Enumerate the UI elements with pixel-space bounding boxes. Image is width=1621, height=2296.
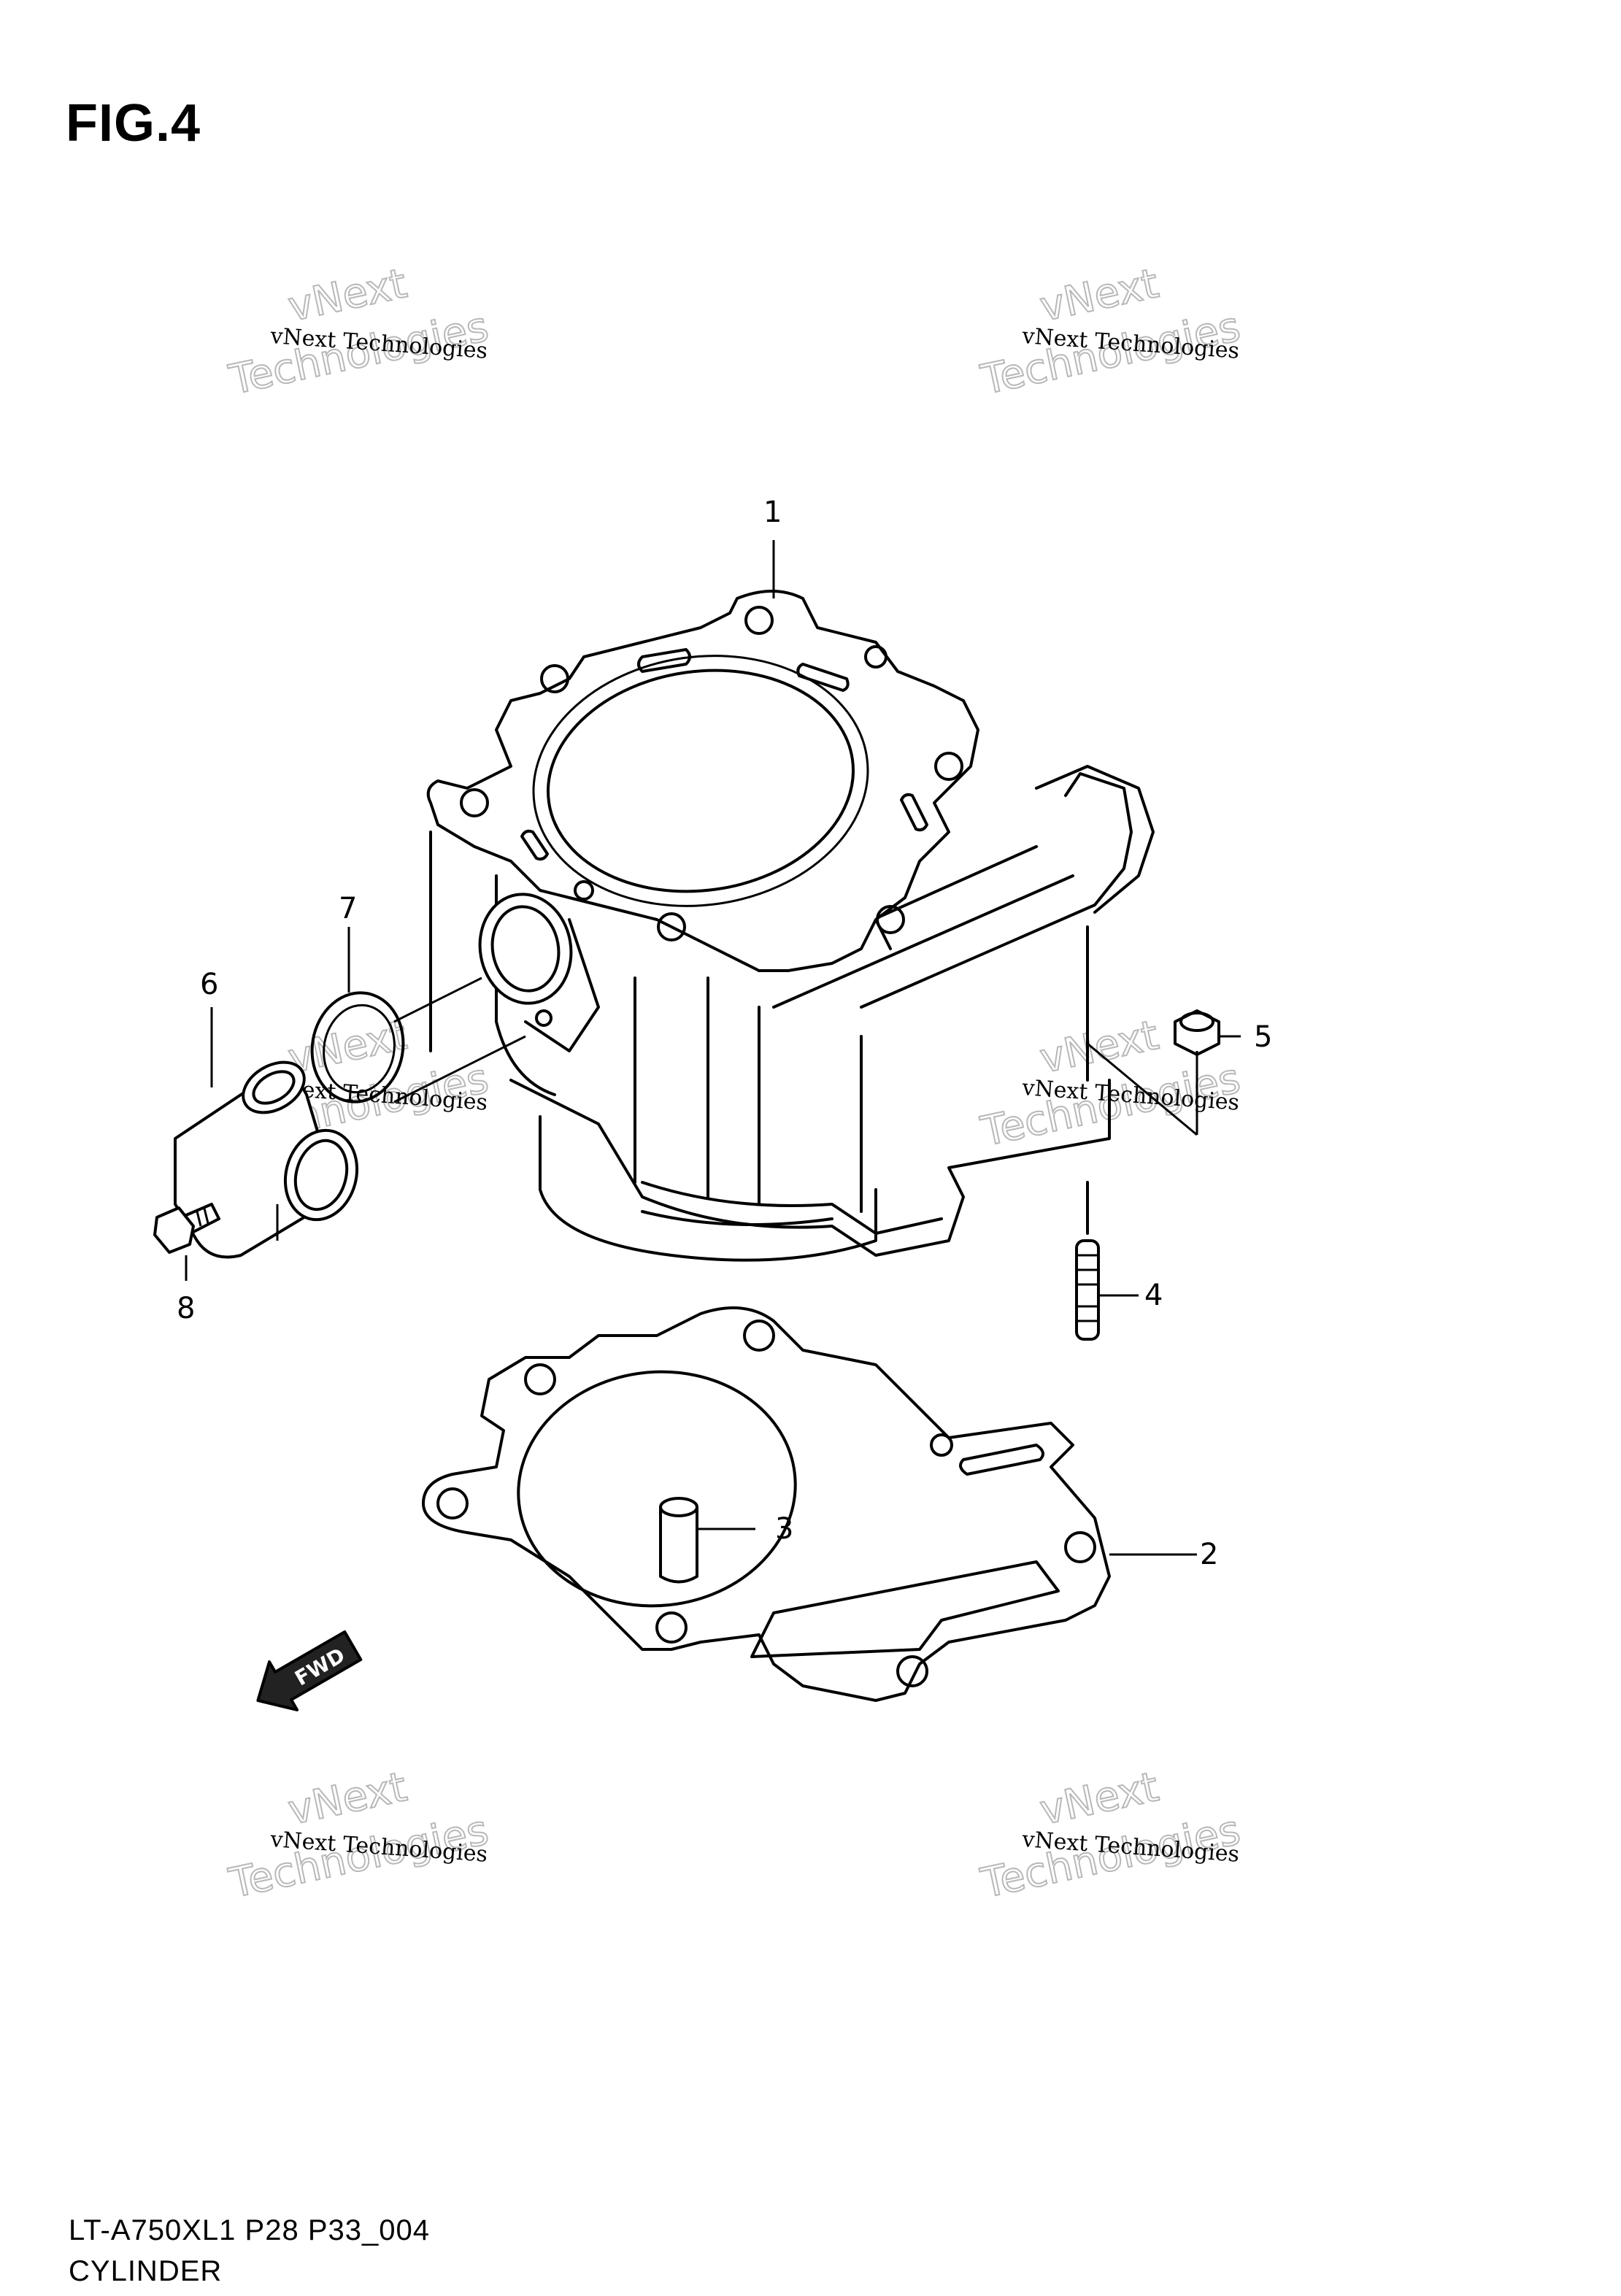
watermark-top-right: vNext Technologies vNext Technologies — [976, 259, 1244, 405]
fwd-direction-badge: FWD — [256, 1630, 363, 1711]
watermark-large-1: vNext — [284, 1763, 411, 1835]
watermark-large-1: vNext — [1036, 1012, 1163, 1083]
watermark-top-left: vNext Technologies vNext Technologies — [224, 259, 493, 405]
part-3-dowel-pin — [659, 1497, 755, 1584]
callout-4: 4 — [1144, 1279, 1163, 1312]
callout-5: 5 — [1254, 1020, 1272, 1054]
leader-lines — [185, 540, 1241, 1297]
part-5-nut — [1087, 1009, 1220, 1136]
figure-label: FIG.4 — [66, 94, 201, 153]
section-name: CYLINDER — [69, 2255, 223, 2287]
part-7-o-ring — [310, 991, 405, 1103]
part-8-bolt — [153, 1203, 220, 1254]
callout-8: 8 — [177, 1292, 195, 1325]
callout-6: 6 — [200, 968, 218, 1001]
watermark-large-1: vNext — [1036, 1763, 1163, 1835]
callout-1: 1 — [763, 496, 782, 529]
part-4-stud-bolt — [1075, 1181, 1100, 1341]
cylinder-water-port — [393, 893, 600, 1103]
part-1-cylinder-block — [426, 590, 1155, 1262]
callout-3: 3 — [775, 1512, 793, 1546]
watermark-bottom-right: vNext Technologies vNext Technologies — [976, 1763, 1244, 1908]
watermark-large-1: vNext — [1036, 260, 1163, 331]
part-2-cylinder-gasket — [422, 1306, 1197, 1702]
callout-2: 2 — [1200, 1538, 1218, 1571]
model-code: LT-A750XL1 P28 P33_004 — [69, 2214, 430, 2246]
watermark-bottom-left: vNext Technologies vNext Technologies — [224, 1763, 493, 1908]
watermark-large-1: vNext — [284, 260, 411, 331]
callout-7: 7 — [339, 892, 357, 925]
